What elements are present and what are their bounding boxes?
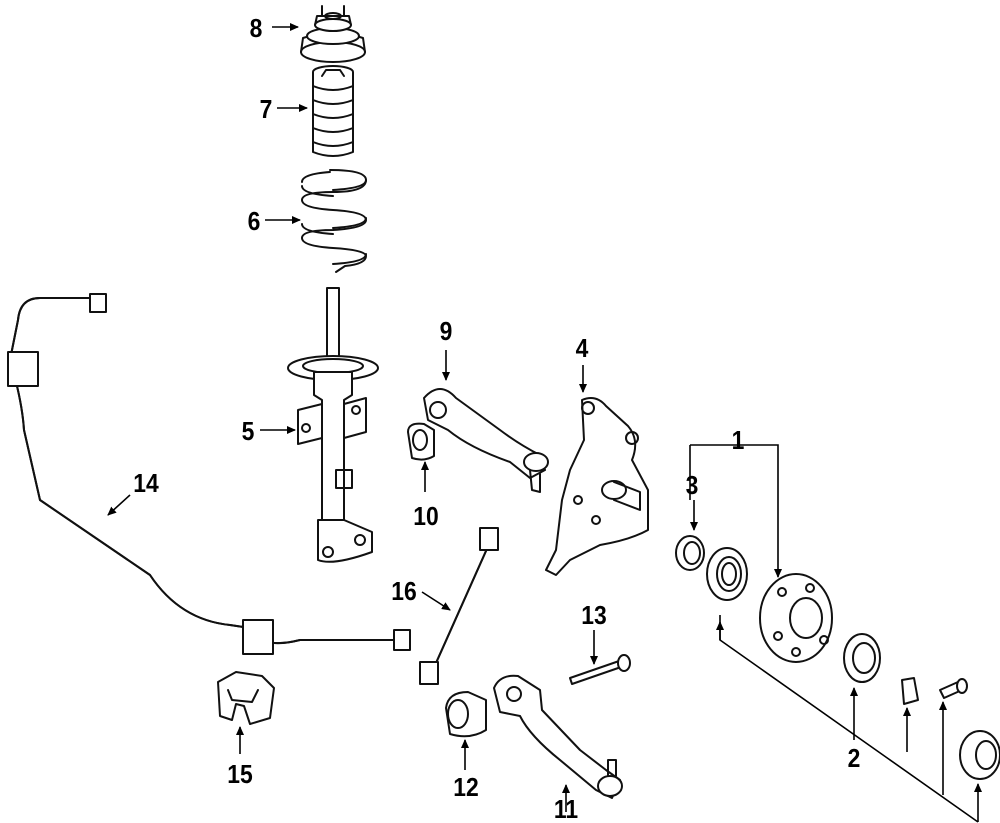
wheel-bearing bbox=[706, 547, 748, 601]
wheel-hub bbox=[759, 573, 833, 663]
long-bolt bbox=[569, 654, 631, 685]
callout-5: 5 bbox=[241, 416, 255, 446]
bushing-upper bbox=[407, 422, 435, 461]
callout-14: 14 bbox=[133, 468, 159, 498]
callout-2: 2 bbox=[847, 743, 861, 773]
steering-knuckle bbox=[545, 397, 649, 576]
stabilizer-link bbox=[419, 527, 499, 685]
callout-1: 1 bbox=[731, 425, 745, 455]
callout-15: 15 bbox=[227, 759, 253, 789]
callout-10: 10 bbox=[413, 501, 439, 531]
coil-spring bbox=[301, 169, 367, 273]
strut-mount bbox=[300, 5, 366, 63]
callout-8: 8 bbox=[249, 13, 263, 43]
stabilizer-bar bbox=[7, 293, 411, 655]
callout-7: 7 bbox=[259, 94, 273, 124]
callout-11: 11 bbox=[553, 794, 579, 823]
lower-control-arm bbox=[493, 674, 623, 799]
callout-13: 13 bbox=[581, 600, 607, 630]
bolt bbox=[939, 678, 968, 699]
upper-control-arm bbox=[423, 388, 549, 493]
stabilizer-bushing bbox=[217, 671, 275, 725]
nut bbox=[901, 677, 919, 705]
callout-6: 6 bbox=[247, 206, 261, 236]
callout-16: 16 bbox=[391, 576, 417, 606]
bushing-lower bbox=[445, 691, 487, 738]
callout-4: 4 bbox=[575, 333, 589, 363]
strut-assembly bbox=[287, 287, 379, 563]
callout-3: 3 bbox=[685, 470, 699, 500]
callout-9: 9 bbox=[439, 316, 453, 346]
bump-stop bbox=[312, 65, 354, 157]
dust-cap bbox=[959, 730, 1000, 780]
outer-bearing bbox=[843, 633, 881, 683]
callout-12: 12 bbox=[453, 772, 479, 802]
seal-ring bbox=[675, 535, 705, 571]
